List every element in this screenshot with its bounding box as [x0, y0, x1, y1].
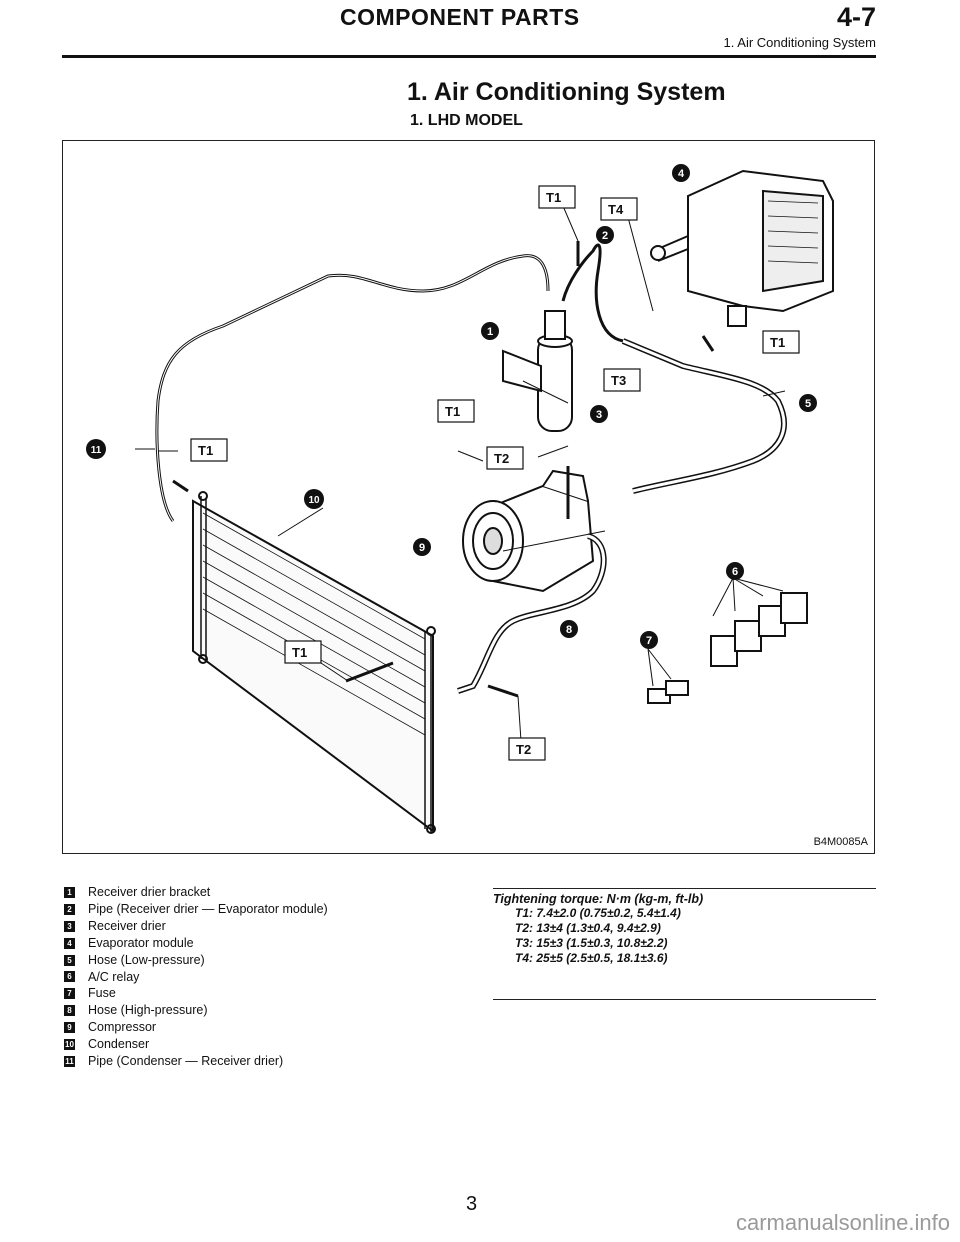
legend-number: 3: [64, 920, 75, 932]
legend-text: Fuse: [88, 986, 116, 1001]
legend-text: A/C relay: [88, 969, 140, 984]
torque-label-text: T1: [445, 404, 460, 419]
svg-text:7: 7: [646, 635, 652, 647]
legend-number: 1: [64, 886, 75, 898]
ac-relay-drawing: [710, 592, 808, 667]
legend-item: 5 Hose (Low-pressure): [64, 952, 328, 969]
svg-text:9: 9: [419, 542, 425, 554]
parts-legend: 1 Receiver drier bracket 2 Pipe (Receiver …: [64, 884, 328, 1070]
compressor-drawing: [462, 469, 595, 593]
torque-label-box: T1: [538, 185, 576, 209]
legend-text: Compressor: [88, 1020, 157, 1035]
torque-line: T4: 25±5 (2.5±0.5, 18.1±3.6): [515, 951, 668, 965]
legend-item: 10 Condenser: [64, 1036, 328, 1053]
torque-label-box: T1: [190, 438, 228, 462]
condenser-drawing: [192, 491, 436, 834]
callout-4: 4: [672, 164, 690, 182]
torque-label-text: T2: [494, 451, 509, 466]
legend-number: 8: [64, 1005, 75, 1017]
legend-item: 8 Hose (High-pressure): [64, 1002, 328, 1019]
ac-system-diagram: T1 T4 T1 T3 T1 T1 T2 T1 T2 1 2 3 4 5 6 7…: [86, 164, 834, 834]
torque-label-text: T3: [611, 373, 626, 388]
torque-label-box: T1: [284, 640, 322, 664]
svg-text:2: 2: [602, 230, 608, 242]
torque-label-box: T2: [486, 446, 524, 470]
svg-text:8: 8: [566, 624, 572, 636]
legend-text: Evaporator module: [88, 935, 194, 950]
evaporator-module-drawing: [650, 169, 834, 327]
svg-text:11: 11: [91, 445, 102, 456]
legend-item: 1 Receiver drier bracket: [64, 884, 328, 901]
legend-number: 11: [64, 1056, 75, 1068]
legend-text: Receiver drier bracket: [88, 885, 211, 899]
torque-label-box: T3: [603, 368, 641, 392]
svg-text:5: 5: [805, 398, 811, 410]
callout-2: 2: [596, 226, 614, 244]
legend-text: Condenser: [88, 1037, 150, 1052]
torque-label-text: T1: [770, 335, 785, 350]
legend-item: 4 Evaporator module: [64, 935, 328, 952]
legend-text: Hose (Low-pressure): [88, 952, 205, 967]
callout-10: 10: [304, 489, 324, 509]
torque-label-box: T1: [762, 330, 800, 354]
receiver-drier-drawing: [502, 310, 573, 432]
legend-number: 2: [64, 903, 75, 915]
torque-spec-box: Tightening torque: N·m (kg-m, ft-lb) T1:…: [493, 888, 876, 1000]
callout-6: 6: [726, 562, 744, 580]
torque-label-text: T1: [292, 645, 307, 660]
legend-item: 2 Pipe (Receiver drier — Evaporator modul…: [64, 901, 328, 918]
legend-number: 7: [64, 988, 75, 1000]
callout-1: 1: [481, 322, 499, 340]
torque-label-box: T2: [508, 737, 546, 761]
legend-number: 10: [64, 1039, 75, 1051]
header-section-title: COMPONENT PARTS: [340, 4, 580, 30]
legend-item: 6 A/C relay: [64, 969, 328, 986]
torque-label-box: T4: [600, 197, 638, 221]
torque-line: T2: 13±4 (1.3±0.4, 9.4±2.9): [515, 921, 661, 935]
svg-text:4: 4: [678, 168, 685, 180]
svg-text:10: 10: [308, 495, 320, 506]
callout-11: 11: [86, 439, 106, 459]
callout-5: 5: [799, 394, 817, 412]
watermark: carmanualsonline.info: [735, 1210, 950, 1235]
torque-line: T1: 7.4±2.0 (0.75±0.2, 5.4±1.4): [515, 906, 681, 920]
figure-id: B4M0085A: [813, 836, 868, 848]
legend-number: 6: [64, 971, 75, 983]
svg-text:1: 1: [487, 326, 493, 338]
header-subsection: 1. Air Conditioning System: [723, 35, 876, 50]
torque-label-text: T1: [198, 443, 213, 458]
torque-label-box: T1: [437, 399, 475, 423]
page-number: 3: [466, 1193, 478, 1215]
svg-text:3: 3: [596, 409, 602, 421]
legend-item: 7 Fuse: [64, 985, 328, 1002]
legend-item: 11 Pipe (Condenser — Receiver drier): [64, 1053, 328, 1070]
legend-text: Hose (High-pressure): [88, 1003, 208, 1018]
torque-label-text: T1: [546, 190, 561, 205]
callout-8: 8: [560, 620, 578, 638]
header-rule: [62, 55, 876, 58]
legend-text: Pipe (Receiver drier — Evaporator module…: [88, 901, 328, 916]
callout-7: 7: [640, 631, 658, 649]
callout-9: 9: [413, 538, 431, 556]
legend-item: 9 Compressor: [64, 1019, 328, 1036]
svg-text:6: 6: [732, 566, 738, 578]
legend-item: 3 Receiver drier: [64, 918, 328, 935]
fuse-drawing: [647, 680, 689, 704]
page-subtitle: 1. LHD MODEL: [410, 112, 523, 129]
legend-number: 5: [64, 954, 75, 966]
legend-number: 4: [64, 937, 75, 949]
legend-text: Pipe (Condenser — Receiver drier): [88, 1054, 284, 1069]
torque-label-text: T2: [516, 742, 531, 757]
callout-3: 3: [590, 405, 608, 423]
torque-title: Tightening torque: N·m (kg-m, ft-lb): [493, 892, 704, 906]
header-chapter-number: 4-7: [836, 2, 876, 32]
legend-text: Receiver drier: [88, 918, 166, 933]
torque-line: T3: 15±3 (1.5±0.3, 10.8±2.2): [515, 936, 668, 950]
page-title: 1. Air Conditioning System: [407, 78, 726, 106]
torque-label-text: T4: [608, 202, 624, 217]
legend-number: 9: [64, 1022, 75, 1034]
figure-frame: T1 T4 T1 T3 T1 T1 T2 T1 T2 1 2 3 4 5 6 7…: [62, 140, 875, 854]
